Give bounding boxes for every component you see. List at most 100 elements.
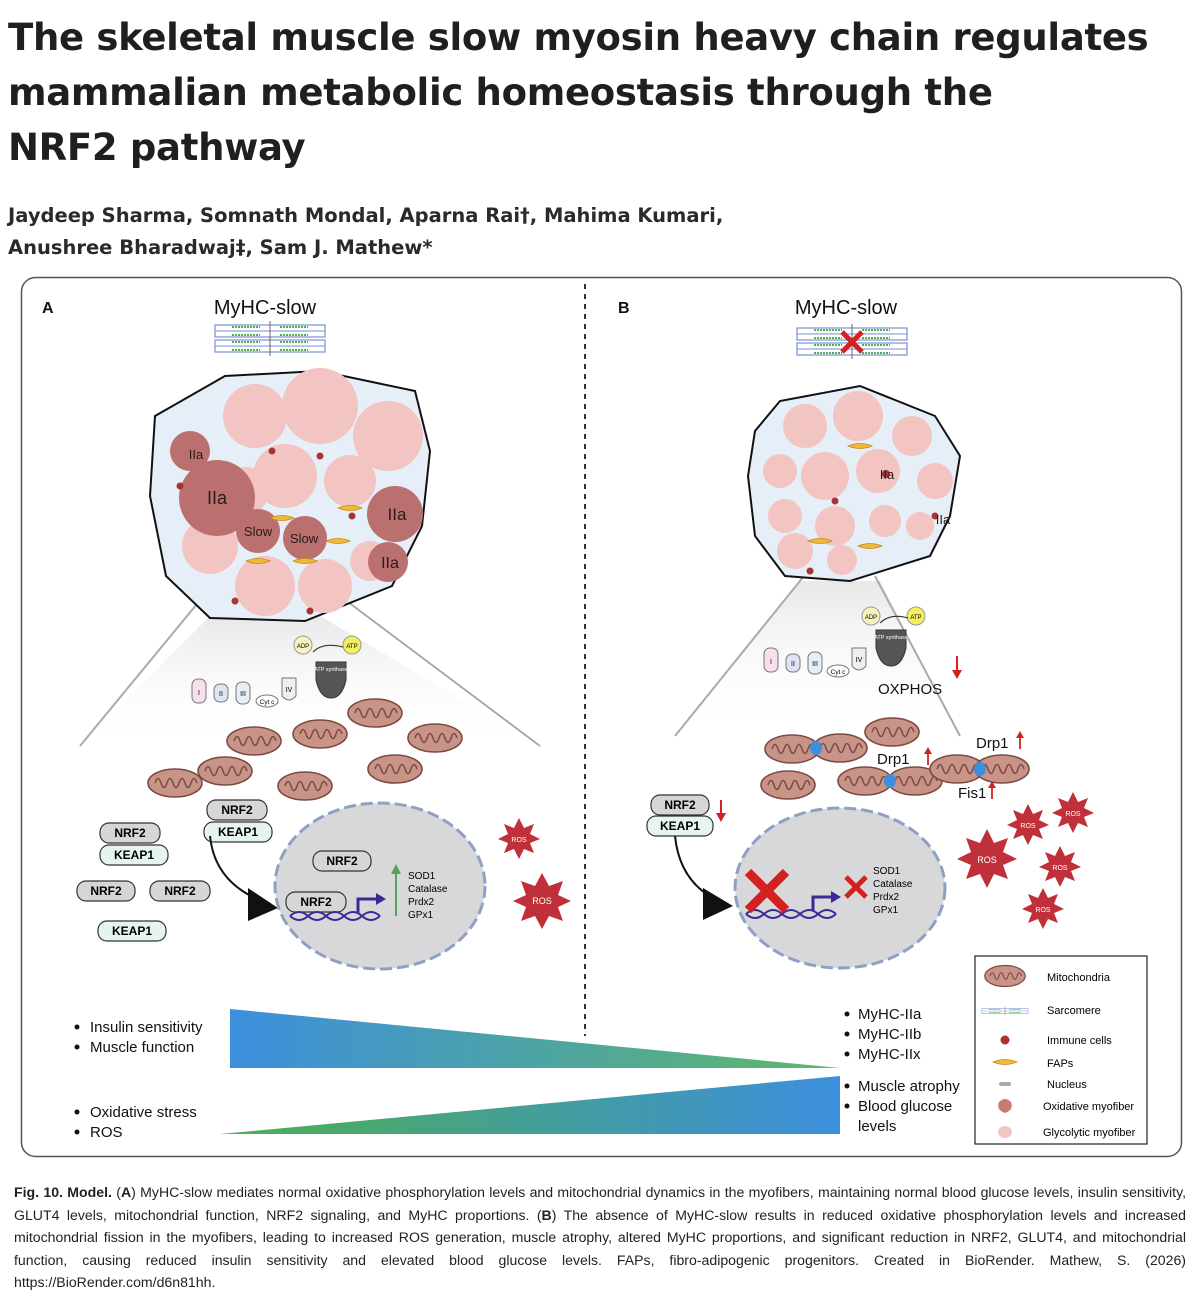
bullet-text: Insulin sensitivity — [90, 1019, 203, 1036]
keap1-box: KEAP1 — [114, 848, 154, 862]
etc-complex-label: II — [791, 661, 795, 668]
glycolytic-myofiber — [324, 455, 376, 507]
model-figure: A MyHC-slow — [20, 276, 1183, 1158]
fragmented-mitochondria — [760, 717, 1030, 800]
nrf2-box: NRF2 — [664, 798, 696, 812]
nrf2-box: NRF2 — [300, 895, 332, 909]
oxidative-myofiber — [236, 509, 280, 553]
cytoplasmic-nrf2-pool: NRF2 KEAP1 NRF2 NRF2 KEAP1 NRF2 KEAP1 — [76, 799, 273, 942]
gene-label: GPx1 — [873, 905, 898, 916]
ros-label: ROS — [1020, 823, 1036, 830]
caption-text-b: ) The absence of MyHC-slow results in re… — [14, 1206, 1186, 1291]
ros-label: ROS — [1052, 865, 1068, 872]
title-line: mammalian metabolic homeostasis through … — [8, 71, 993, 114]
glycolytic-myofiber — [856, 449, 900, 493]
adp-label: ADP — [297, 644, 309, 650]
fiber-label: IIa — [207, 488, 228, 508]
atp-label: ATP — [910, 615, 921, 621]
immune-cell — [348, 512, 356, 520]
nrf2-box: NRF2 — [90, 884, 122, 898]
arrowhead-icon — [703, 888, 733, 920]
glycolytic-myofiber — [777, 533, 813, 569]
ros-burst: ROS ROS — [498, 818, 571, 929]
title-line: The skeletal muscle slow myosin heavy ch… — [8, 16, 1149, 59]
panel-a-label: A — [42, 300, 54, 317]
fiber-label: IIa — [381, 555, 399, 572]
mitochondria-icon — [984, 964, 1026, 988]
arrowhead-icon — [1016, 731, 1024, 738]
fiber-label: IIa — [388, 505, 407, 524]
atp-synthase-label: ATP synthase — [874, 635, 908, 641]
oxidative-myofiber-icon — [998, 1099, 1012, 1113]
immune-cell — [231, 597, 239, 605]
arrowhead-icon — [391, 864, 401, 874]
bullet-text: levels — [858, 1118, 896, 1135]
legend-label: Mitochondria — [1047, 972, 1111, 984]
glycolytic-myofiber — [833, 391, 883, 441]
gene-label: Catalase — [408, 884, 448, 895]
oxphos-label: OXPHOS — [878, 681, 942, 698]
arrowhead-icon — [988, 781, 996, 788]
bullet-text: MyHC-IIa — [858, 1006, 922, 1023]
zoom-cone — [80, 616, 540, 746]
fiber-label: IIa — [880, 467, 895, 482]
etc-complex-label: IV — [856, 657, 863, 664]
nucleus: NRF2 NRF2 SOD1 Catalase Prdx2 GPx1 — [273, 801, 487, 971]
etc-complex-label: III — [240, 691, 246, 698]
blocked-x-icon — [844, 875, 868, 899]
transcription-arrow — [356, 897, 378, 913]
glycolytic-myofiber — [282, 368, 358, 444]
zoom-line — [674, 570, 809, 737]
immune-cell — [306, 607, 314, 615]
glycolytic-myofiber — [763, 454, 797, 488]
oxidative-myofiber — [179, 460, 255, 536]
bullet-text: ROS — [90, 1124, 123, 1141]
oxidative-myofiber — [170, 431, 210, 471]
atp-synthase-label: ATP synthase — [314, 667, 348, 673]
ros-label: ROS — [511, 837, 527, 844]
immune-cell — [882, 470, 890, 478]
dna-icon — [289, 911, 381, 921]
oxidative-myofiber — [367, 486, 423, 542]
electron-transport-chain: I II III Cyt c IV ATP synthase ADP ATP — [763, 606, 926, 678]
panel-b-label: B — [618, 300, 630, 317]
nrf2-box: NRF2 — [114, 826, 146, 840]
nucleus: SOD1 Catalase Prdx2 GPx1 — [733, 806, 947, 970]
zoom-line — [874, 575, 961, 737]
glycolytic-myofiber — [783, 404, 827, 448]
trend-triangle-decrease — [230, 1009, 840, 1068]
glycolytic-myofiber — [906, 512, 934, 540]
panel-b: B MyHC-slow — [618, 297, 1148, 1145]
glycolytic-myofiber — [223, 384, 287, 448]
panel-b-bullets: MyHC-IIa MyHC-IIb MyHC-IIx Muscle atroph… — [844, 1006, 960, 1135]
arrowhead-icon — [716, 813, 726, 822]
nrf2-box: NRF2 — [221, 803, 253, 817]
legend-label: Nucleus — [1047, 1079, 1087, 1091]
knockout-x-icon — [840, 330, 864, 354]
fiber-label: Slow — [290, 531, 319, 546]
fiber-label: IIa — [189, 447, 204, 462]
oxidative-myofiber — [368, 542, 408, 582]
title-line: NRF2 pathway — [8, 126, 306, 169]
glycolytic-myofiber — [768, 499, 802, 533]
trend-triangle-increase — [220, 1076, 840, 1134]
etc-complex-label: I — [770, 659, 772, 666]
arrowhead-icon — [952, 670, 962, 679]
glycolytic-myofiber — [869, 505, 901, 537]
etc-complex-label: Cyt c — [831, 669, 847, 676]
glycolytic-myofiber — [827, 545, 857, 575]
nrf2-box: NRF2 — [326, 854, 358, 868]
ros-label: ROS — [1035, 907, 1051, 914]
glycolytic-myofiber — [235, 556, 295, 616]
glycolytic-myofiber — [917, 463, 953, 499]
etc-complex-label: I — [198, 690, 200, 697]
ros-label: ROS — [532, 896, 552, 906]
nucleus-icon — [999, 1082, 1011, 1086]
caption-lead: Fig. 10. Model. — [14, 1184, 112, 1200]
glycolytic-myofiber — [892, 416, 932, 456]
bullet-text: Blood glucose — [858, 1098, 952, 1115]
adp-label: ADP — [865, 615, 877, 621]
legend-label: FAPs — [1047, 1058, 1074, 1070]
figure-caption: Fig. 10. Model. (A) MyHC-slow mediates n… — [14, 1184, 1187, 1291]
legend-label: Sarcomere — [1047, 1005, 1101, 1017]
